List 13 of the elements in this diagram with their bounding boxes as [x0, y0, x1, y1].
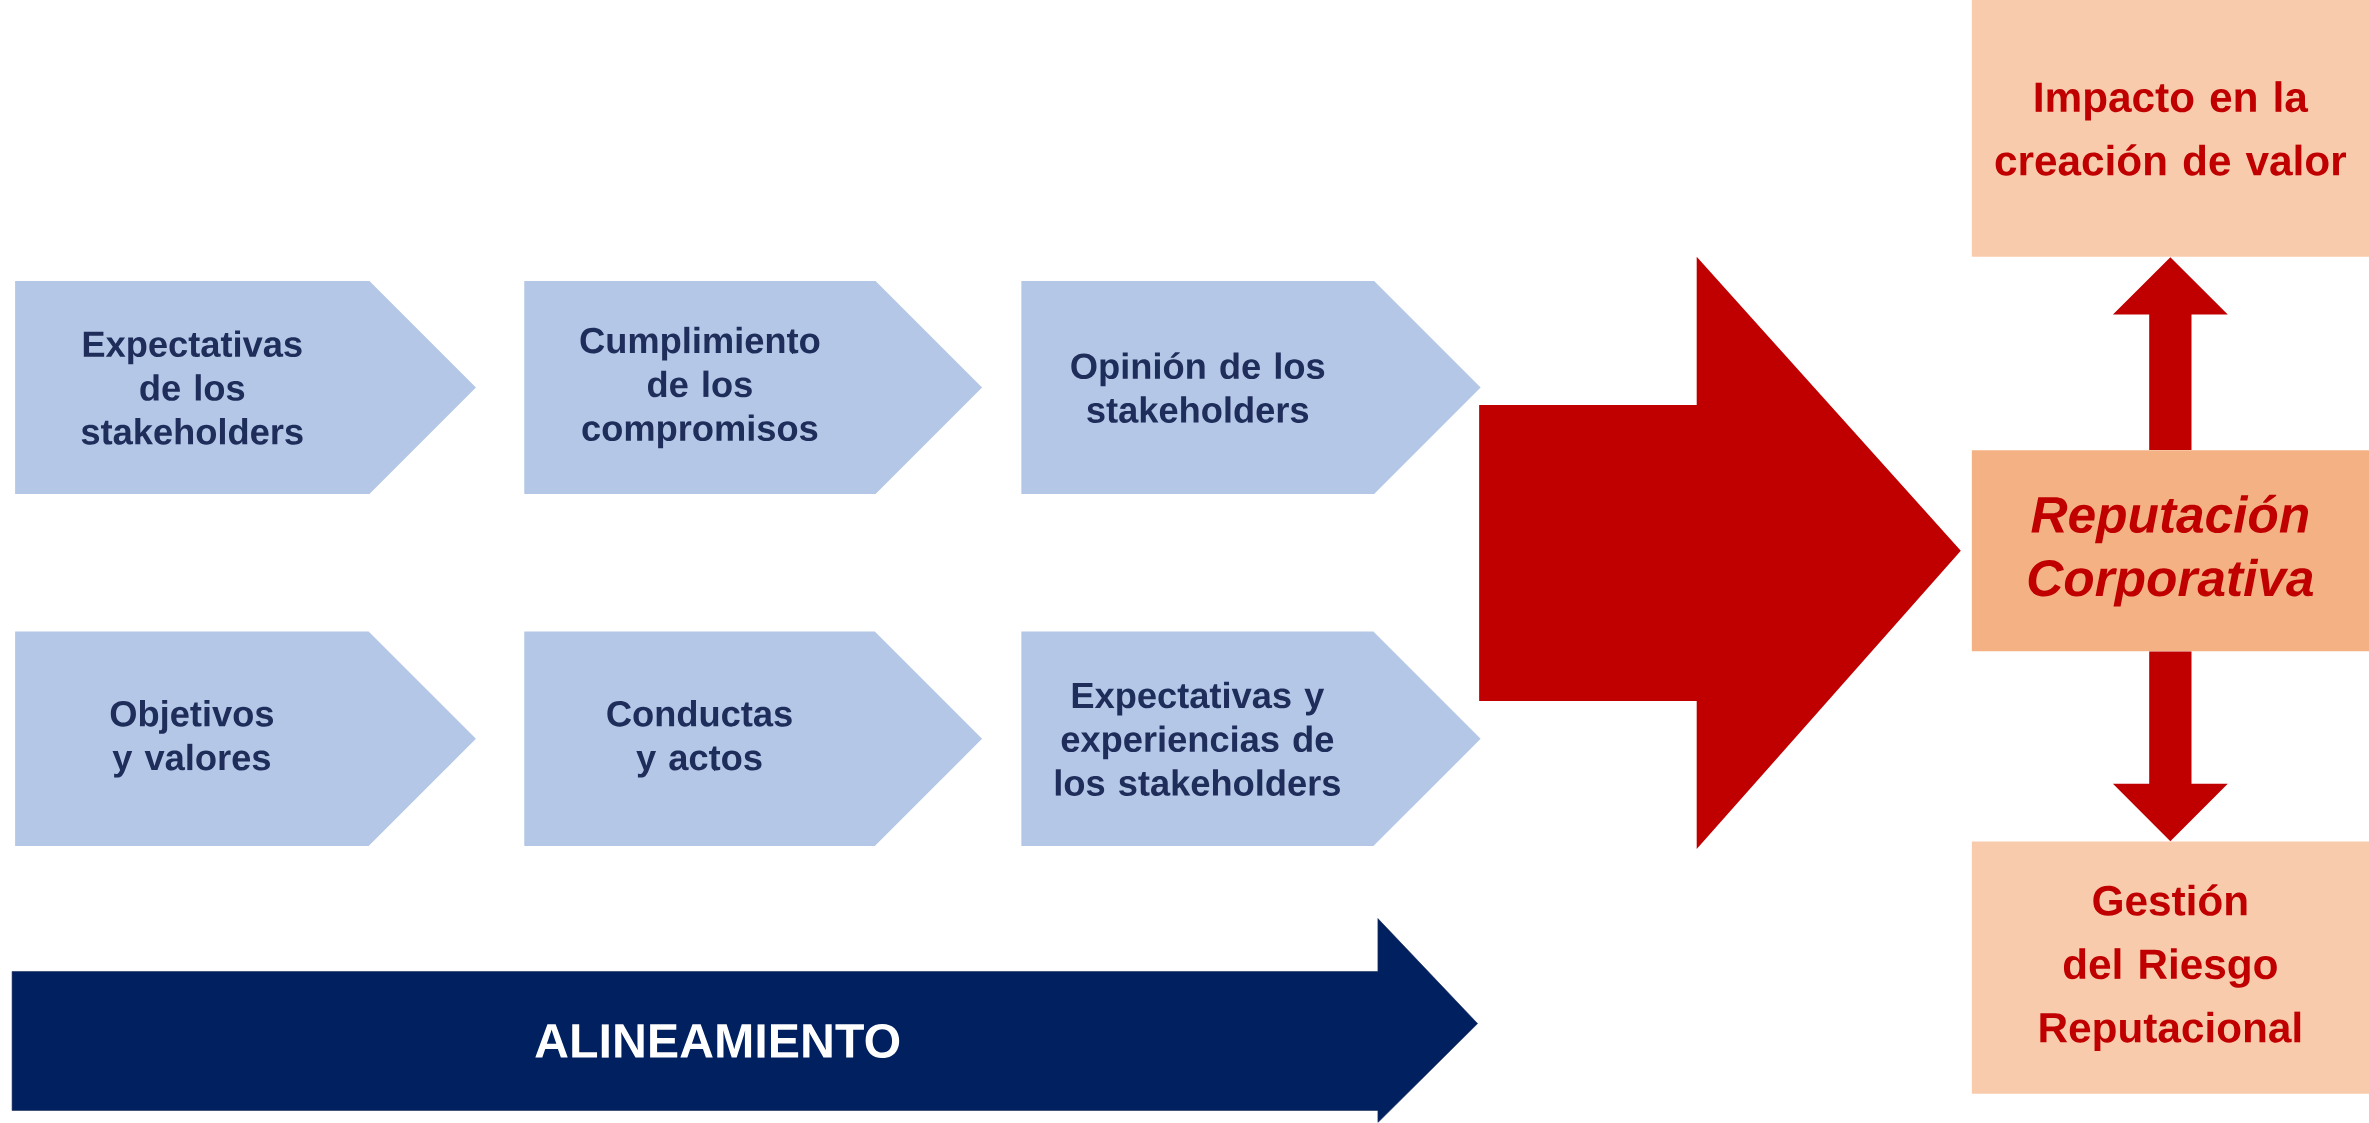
- block-arrow: [2112, 651, 2228, 842]
- chevron-box: Conductas y actos: [524, 631, 983, 847]
- text-box: Impacto en la creación de valor: [1971, 0, 2369, 258]
- chevron-box: Expectativas de los stakeholders: [15, 281, 476, 495]
- arrow-banner: ALINEAMIENTO: [11, 918, 1478, 1123]
- chevron-box: Expectativas y experiencias de los stakeholders: [1021, 631, 1481, 847]
- text-box: Gestión del Riesgo Reputacional: [1971, 841, 2369, 1095]
- block-arrow: [2112, 257, 2228, 451]
- text-box: Reputación Corporativa: [1971, 450, 2369, 652]
- chevron-box: Objetivos y valores: [15, 631, 476, 847]
- chevron-box: Opinión de los stakeholders: [1021, 281, 1481, 495]
- chevron-box: Cumplimiento de los compromisos: [524, 281, 983, 495]
- block-arrow: [1479, 257, 1961, 850]
